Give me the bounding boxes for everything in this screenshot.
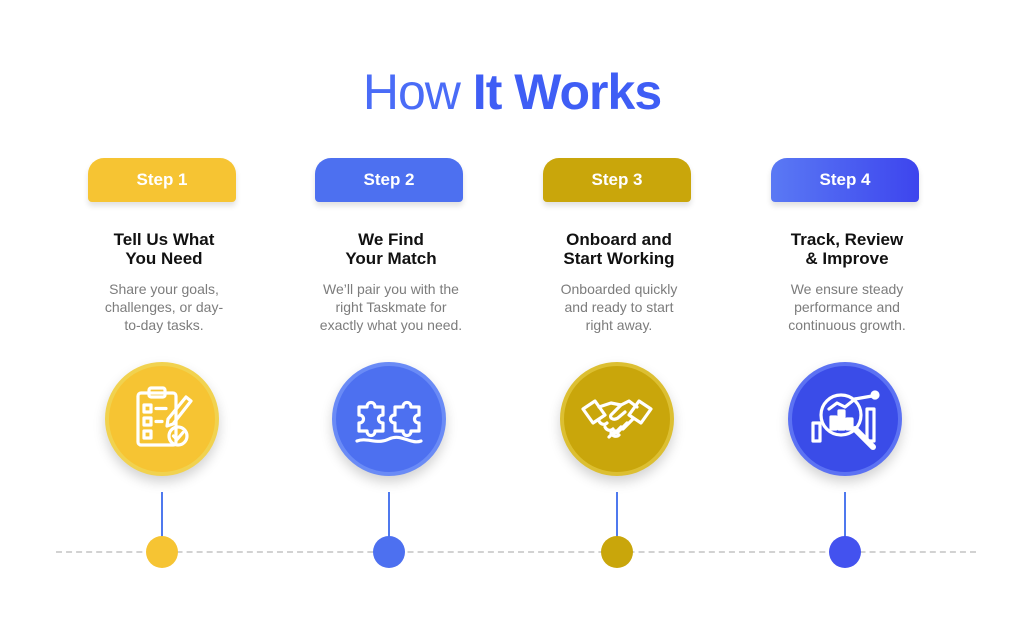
step-2-label: Step 2 [315,158,463,202]
step-1-heading: Tell Us What You Need [50,230,278,268]
step-2-heading-line-1: We Find [358,230,424,249]
step-4-heading: Track, Review & Improve [733,230,961,268]
step-4-description: We ensure steady performance and continu… [739,280,955,334]
checklist-icon [136,386,193,447]
step-2-connector [388,492,390,542]
step-3-desc-line-2: and ready to start [564,299,674,315]
step-3-label: Step 3 [543,158,691,202]
step-3-connector [616,492,618,542]
step-1-desc-line-1: Share your goals, [109,281,219,297]
step-3-description: Onboarded quickly and ready to start rig… [511,280,727,334]
step-3-heading-line-2: Start Working [563,249,675,268]
step-3-heading-line-1: Onboard and [566,230,672,249]
step-4-desc-line-2: performance and [794,299,900,315]
step-2-heading: We Find Your Match [277,230,505,268]
step-4-connector [844,492,846,542]
step-1-description: Share your goals, challenges, or day- to… [56,280,272,334]
handshake-icon [581,399,653,439]
step-4-heading-line-2: & Improve [805,249,889,268]
step-1-heading-line-1: Tell Us What [113,230,215,249]
step-4-icon-circle [788,362,902,476]
step-2-desc-line-2: right Taskmate for [335,299,447,315]
step-2-desc-line-1: We’ll pair you with the [323,281,459,297]
puzzle-icon [355,400,423,444]
step-1-desc-line-3: to-day tasks. [124,317,204,333]
title-part-2: It Works [472,64,662,120]
step-1-icon-circle [105,362,219,476]
step-1-timeline-dot [146,536,178,568]
step-2-heading-line-2: Your Match [345,249,437,268]
step-2-timeline-dot [373,536,405,568]
timeline-line [56,551,976,553]
step-2-desc-line-3: exactly what you need. [319,317,463,333]
step-2-icon-circle [332,362,446,476]
step-3-icon-circle [560,362,674,476]
step-3-desc-line-1: Onboarded quickly [560,281,678,297]
step-4-desc-line-3: continuous growth. [788,317,906,333]
step-1-label: Step 1 [88,158,236,202]
step-1-heading-line-2: You Need [125,249,203,268]
page-title: How It Works [0,62,1024,122]
step-3-desc-line-3: right away. [585,317,653,333]
step-4-timeline-dot [829,536,861,568]
step-4-heading-line-1: Track, Review [790,230,904,249]
step-3-heading: Onboard and Start Working [505,230,733,268]
step-3-timeline-dot [601,536,633,568]
step-1-connector [161,492,163,542]
step-4-desc-line-1: We ensure steady [790,281,904,297]
step-4-label: Step 4 [771,158,919,202]
step-1-desc-line-2: challenges, or day- [104,299,224,315]
step-2-description: We’ll pair you with the right Taskmate f… [283,280,499,334]
analytics-magnifier-icon [811,390,880,450]
title-part-1: How [362,64,461,120]
